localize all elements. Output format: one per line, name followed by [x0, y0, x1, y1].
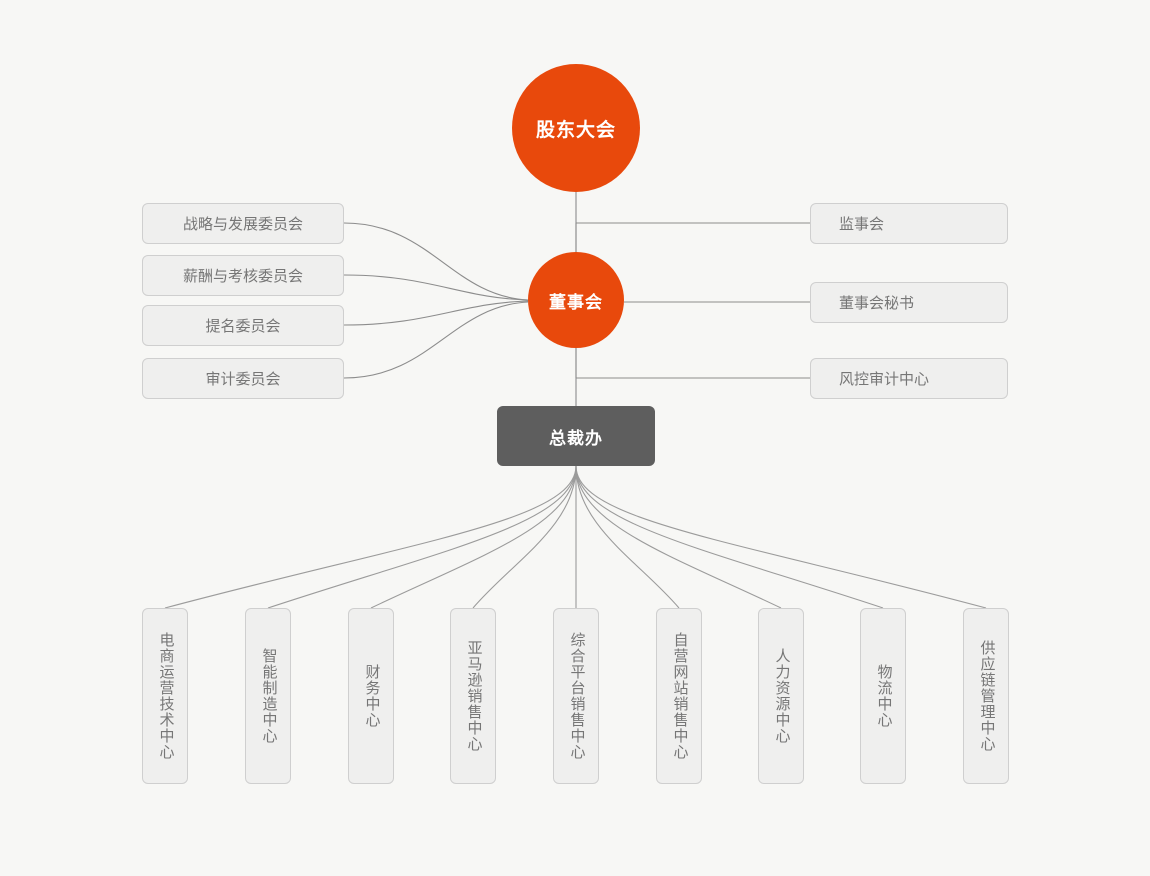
supervisory-label: 风控审计中心	[839, 371, 930, 388]
department-label: 供应链管理中心	[978, 640, 996, 752]
committee-label: 审计委员会	[205, 371, 281, 388]
connector-dept-1	[164, 465, 577, 609]
department-box-6[interactable]: 自营网站销售中心	[656, 608, 702, 784]
department-label: 物流中心	[875, 664, 893, 728]
department-box-3[interactable]: 财务中心	[348, 608, 394, 784]
supervisory-label: 监事会	[839, 216, 885, 233]
department-box-1[interactable]: 电商运营技术中心	[142, 608, 188, 784]
node-board-of-directors[interactable]: 董事会	[528, 252, 624, 348]
connector-committee-4	[343, 301, 529, 379]
connector-dept-2	[267, 465, 577, 609]
department-label: 财务中心	[363, 664, 381, 728]
connector-committee-1	[343, 222, 529, 301]
supervisory-box-3[interactable]: 风控审计中心	[810, 358, 1008, 399]
supervisory-box-2[interactable]: 董事会秘书	[810, 282, 1008, 323]
node-label: 董事会	[549, 292, 603, 312]
department-label: 亚马逊销售中心	[465, 640, 483, 752]
department-label: 人力资源中心	[773, 648, 791, 744]
committee-label: 提名委员会	[205, 318, 281, 335]
committee-label: 薪酬与考核委员会	[182, 268, 303, 285]
connector-dept-7	[575, 465, 782, 609]
supervisory-box-1[interactable]: 监事会	[810, 203, 1008, 244]
department-box-8[interactable]: 物流中心	[860, 608, 906, 784]
node-shareholders-meeting[interactable]: 股东大会	[512, 64, 640, 192]
connector-dept-3	[370, 465, 577, 609]
connector-dept-4	[472, 465, 577, 609]
department-label: 自营网站销售中心	[671, 632, 689, 760]
node-label: 股东大会	[535, 119, 616, 141]
committee-box-4[interactable]: 审计委员会	[142, 358, 344, 399]
department-box-2[interactable]: 智能制造中心	[245, 608, 291, 784]
connector-committee-3	[343, 300, 529, 326]
connector-dept-8	[575, 465, 884, 609]
committee-box-3[interactable]: 提名委员会	[142, 305, 344, 346]
connector-dept-9	[575, 465, 987, 609]
committee-box-2[interactable]: 薪酬与考核委员会	[142, 255, 344, 296]
node-president-office[interactable]: 总裁办	[497, 406, 655, 466]
committee-box-1[interactable]: 战略与发展委员会	[142, 203, 344, 244]
committee-label: 战略与发展委员会	[182, 216, 303, 233]
department-label: 智能制造中心	[260, 648, 278, 744]
department-label: 综合平台销售中心	[568, 632, 586, 760]
department-box-4[interactable]: 亚马逊销售中心	[450, 608, 496, 784]
supervisory-label: 董事会秘书	[839, 295, 915, 312]
department-box-7[interactable]: 人力资源中心	[758, 608, 804, 784]
department-box-9[interactable]: 供应链管理中心	[963, 608, 1009, 784]
connector-dept-6	[575, 465, 680, 609]
department-box-5[interactable]: 综合平台销售中心	[553, 608, 599, 784]
node-label: 总裁办	[549, 428, 603, 448]
department-label: 电商运营技术中心	[157, 632, 175, 760]
connector-committee-2	[343, 274, 529, 301]
